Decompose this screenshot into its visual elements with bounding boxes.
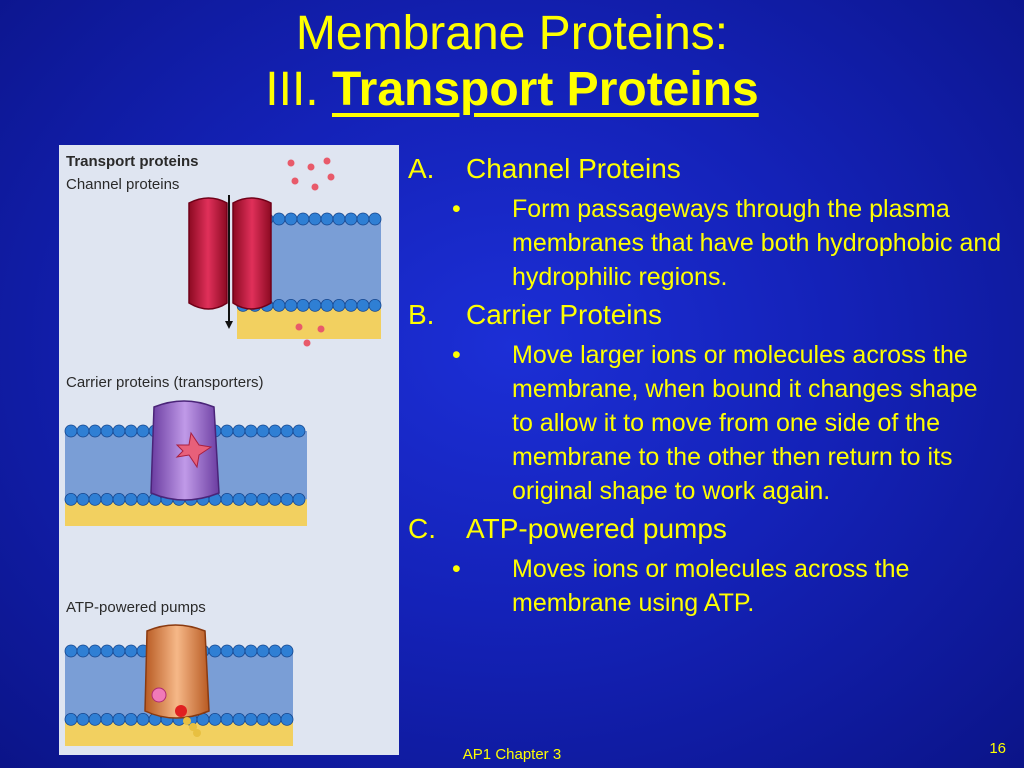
- section-heading: B. Carrier Proteins: [408, 298, 1008, 332]
- section-letter: A.: [408, 153, 435, 184]
- carrier-proteins-label: Carrier proteins (transporters): [66, 374, 264, 391]
- slide-footer: AP1 Chapter 3: [462, 746, 562, 763]
- section-title: Carrier Proteins: [466, 299, 663, 330]
- section-letter: B.: [408, 299, 435, 330]
- title-emphasis: Transport Proteins: [331, 63, 759, 116]
- section-title: ATP-powered pumps: [466, 513, 727, 544]
- section-letter: C.: [408, 513, 436, 544]
- atp-pumps-label: ATP-powered pumps: [66, 599, 206, 616]
- bullet-item: • Form passageways through the plasma me…: [408, 192, 1008, 294]
- bullet-icon: •: [452, 341, 461, 369]
- title-prefix: III.: [265, 63, 319, 116]
- title-line-2: III. Transport Proteins: [0, 62, 1024, 118]
- bullet-text: Moves ions or molecules across the membr…: [512, 555, 910, 617]
- bullet-text: Form passageways through the plasma memb…: [512, 195, 1002, 291]
- carrier-protein: [150, 400, 220, 501]
- title-line-1: Membrane Proteins:: [295, 7, 729, 60]
- slide-title: Membrane Proteins: III. Transport Protei…: [0, 6, 1024, 118]
- section-heading: C. ATP-powered pumps: [408, 512, 1008, 546]
- bullet-icon: •: [452, 555, 461, 583]
- figure-illustration: [64, 157, 382, 746]
- page-number: 16: [989, 740, 1006, 757]
- section-carrier: B. Carrier Proteins • Move larger ions o…: [408, 298, 1008, 508]
- ion-particles: [287, 157, 335, 347]
- section-title: Channel Proteins: [466, 153, 681, 184]
- section-heading: A. Channel Proteins: [408, 152, 1008, 186]
- bullet-item: • Move larger ions or molecules across t…: [408, 338, 1008, 508]
- channel-protein: [188, 195, 272, 329]
- bullet-text: Move larger ions or molecules across the…: [512, 341, 978, 505]
- slide-content: A. Channel Proteins • Form passageways t…: [408, 152, 1008, 624]
- transport-proteins-figure: Transport proteins Channel proteins Carr…: [59, 145, 399, 755]
- bullet-icon: •: [452, 195, 461, 223]
- atp-pump-protein: [144, 624, 210, 737]
- section-pump: C. ATP-powered pumps • Moves ions or mol…: [408, 512, 1008, 620]
- channel-proteins-label: Channel proteins: [66, 176, 180, 193]
- bullet-item: • Moves ions or molecules across the mem…: [408, 552, 1008, 620]
- section-channel: A. Channel Proteins • Form passageways t…: [408, 152, 1008, 294]
- figure-heading: Transport proteins: [66, 153, 199, 170]
